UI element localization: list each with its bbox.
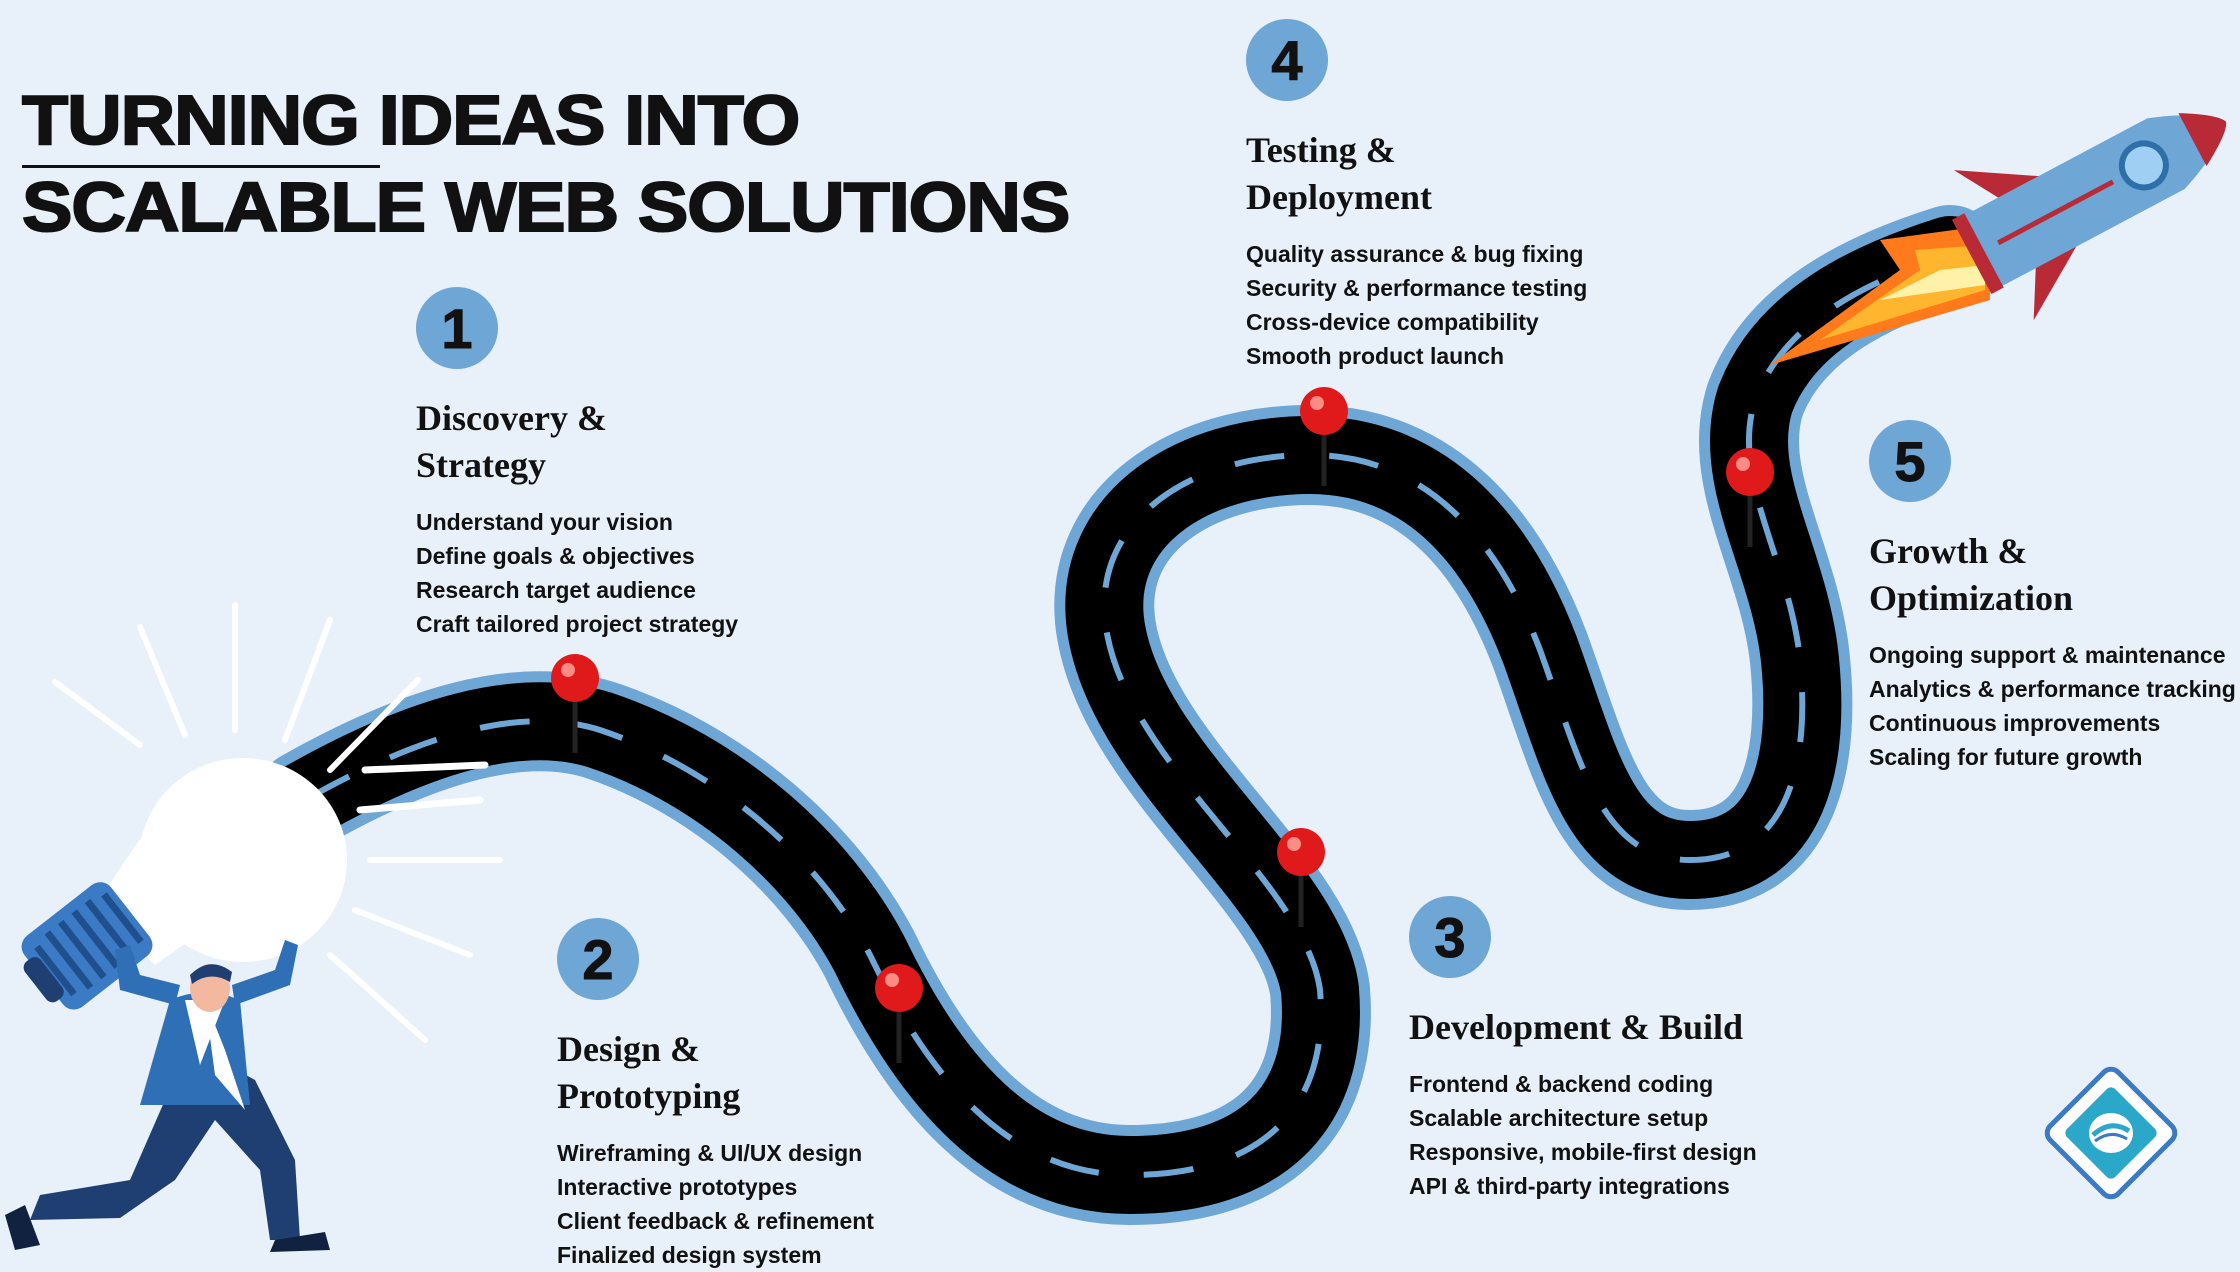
step-heading: Design & Prototyping [557, 1026, 874, 1120]
step-item: Research target audience [416, 577, 696, 603]
winding-road [255, 205, 2000, 1225]
step-items: Understand your vision Define goals & ob… [416, 505, 738, 641]
map-pin-icon [1277, 828, 1325, 927]
step-item: Finalized design system [557, 1242, 822, 1268]
step-item: Smooth product launch [1246, 343, 1505, 369]
map-pin-icon [551, 654, 599, 753]
map-pin-icon [875, 964, 923, 1063]
lightbulb-icon [21, 602, 503, 1043]
step-items: Quality assurance & bug fixing Security … [1246, 237, 1587, 373]
step-item: Frontend & backend coding [1409, 1071, 1714, 1097]
step-heading: Testing & Deployment [1246, 127, 1587, 221]
step-item: Continuous improvements [1869, 710, 2161, 736]
step-heading-line: Development & Build [1409, 1007, 1744, 1047]
businessman-icon [5, 940, 330, 1252]
step-heading-line: Deployment [1246, 177, 1432, 217]
step-heading: Growth & Optimization [1869, 528, 2236, 622]
step-item: Wireframing & UI/UX design [557, 1140, 863, 1166]
step-item: API & third-party integrations [1409, 1173, 1730, 1199]
step-4: 4 Testing & Deployment Quality assurance… [1246, 19, 1587, 373]
step-heading-line: Prototyping [557, 1076, 741, 1116]
step-number-badge: 5 [1869, 420, 1951, 502]
step-heading-line: Optimization [1869, 578, 2073, 618]
step-item: Responsive, mobile-first design [1409, 1139, 1757, 1165]
step-item: Understand your vision [416, 509, 673, 535]
title-line-1: Turning ideas into [21, 81, 801, 159]
step-5: 5 Growth & Optimization Ongoing support … [1869, 420, 2236, 774]
step-item: Craft tailored project strategy [416, 611, 739, 637]
step-items: Ongoing support & maintenance Analytics … [1869, 638, 2236, 774]
step-heading-line: Growth & [1869, 531, 2028, 571]
rocket-flame [1770, 225, 1990, 365]
step-item: Quality assurance & bug fixing [1246, 241, 1584, 267]
step-items: Wireframing & UI/UX design Interactive p… [557, 1136, 874, 1272]
step-items: Frontend & backend coding Scalable archi… [1409, 1067, 1757, 1203]
brand-logo-icon [2044, 1066, 2178, 1200]
step-item: Analytics & performance tracking [1869, 676, 2236, 702]
rocket-icon [1951, 113, 2227, 321]
step-heading-line: Design & [557, 1029, 700, 1069]
step-heading: Development & Build [1409, 1004, 1757, 1051]
title-underline [22, 165, 380, 168]
step-item: Cross-device compatibility [1246, 309, 1539, 335]
step-1: 1 Discovery & Strategy Understand your v… [416, 287, 738, 641]
step-heading-line: Testing & [1246, 130, 1396, 170]
step-number-badge: 3 [1409, 896, 1491, 978]
step-item: Interactive prototypes [557, 1174, 798, 1200]
step-number-badge: 1 [416, 287, 498, 369]
step-number-badge: 2 [557, 918, 639, 1000]
map-pin-icon [1726, 448, 1774, 547]
step-3: 3 Development & Build Frontend & backend… [1409, 896, 1757, 1203]
step-2: 2 Design & Prototyping Wireframing & UI/… [557, 918, 874, 1272]
step-heading-line: Strategy [416, 445, 546, 485]
step-item: Scaling for future growth [1869, 744, 2143, 770]
step-item: Client feedback & refinement [557, 1208, 874, 1234]
step-heading-line: Discovery & [416, 398, 607, 438]
step-heading: Discovery & Strategy [416, 395, 738, 489]
map-pin-icon [1300, 387, 1348, 486]
step-item: Security & performance testing [1246, 275, 1588, 301]
step-item: Ongoing support & maintenance [1869, 642, 2226, 668]
step-number-badge: 4 [1246, 19, 1328, 101]
road-center-line [303, 252, 1951, 1179]
step-item: Scalable architecture setup [1409, 1105, 1709, 1131]
title-line-2: scalable web solutions [21, 168, 1071, 246]
step-item: Define goals & objectives [416, 543, 695, 569]
